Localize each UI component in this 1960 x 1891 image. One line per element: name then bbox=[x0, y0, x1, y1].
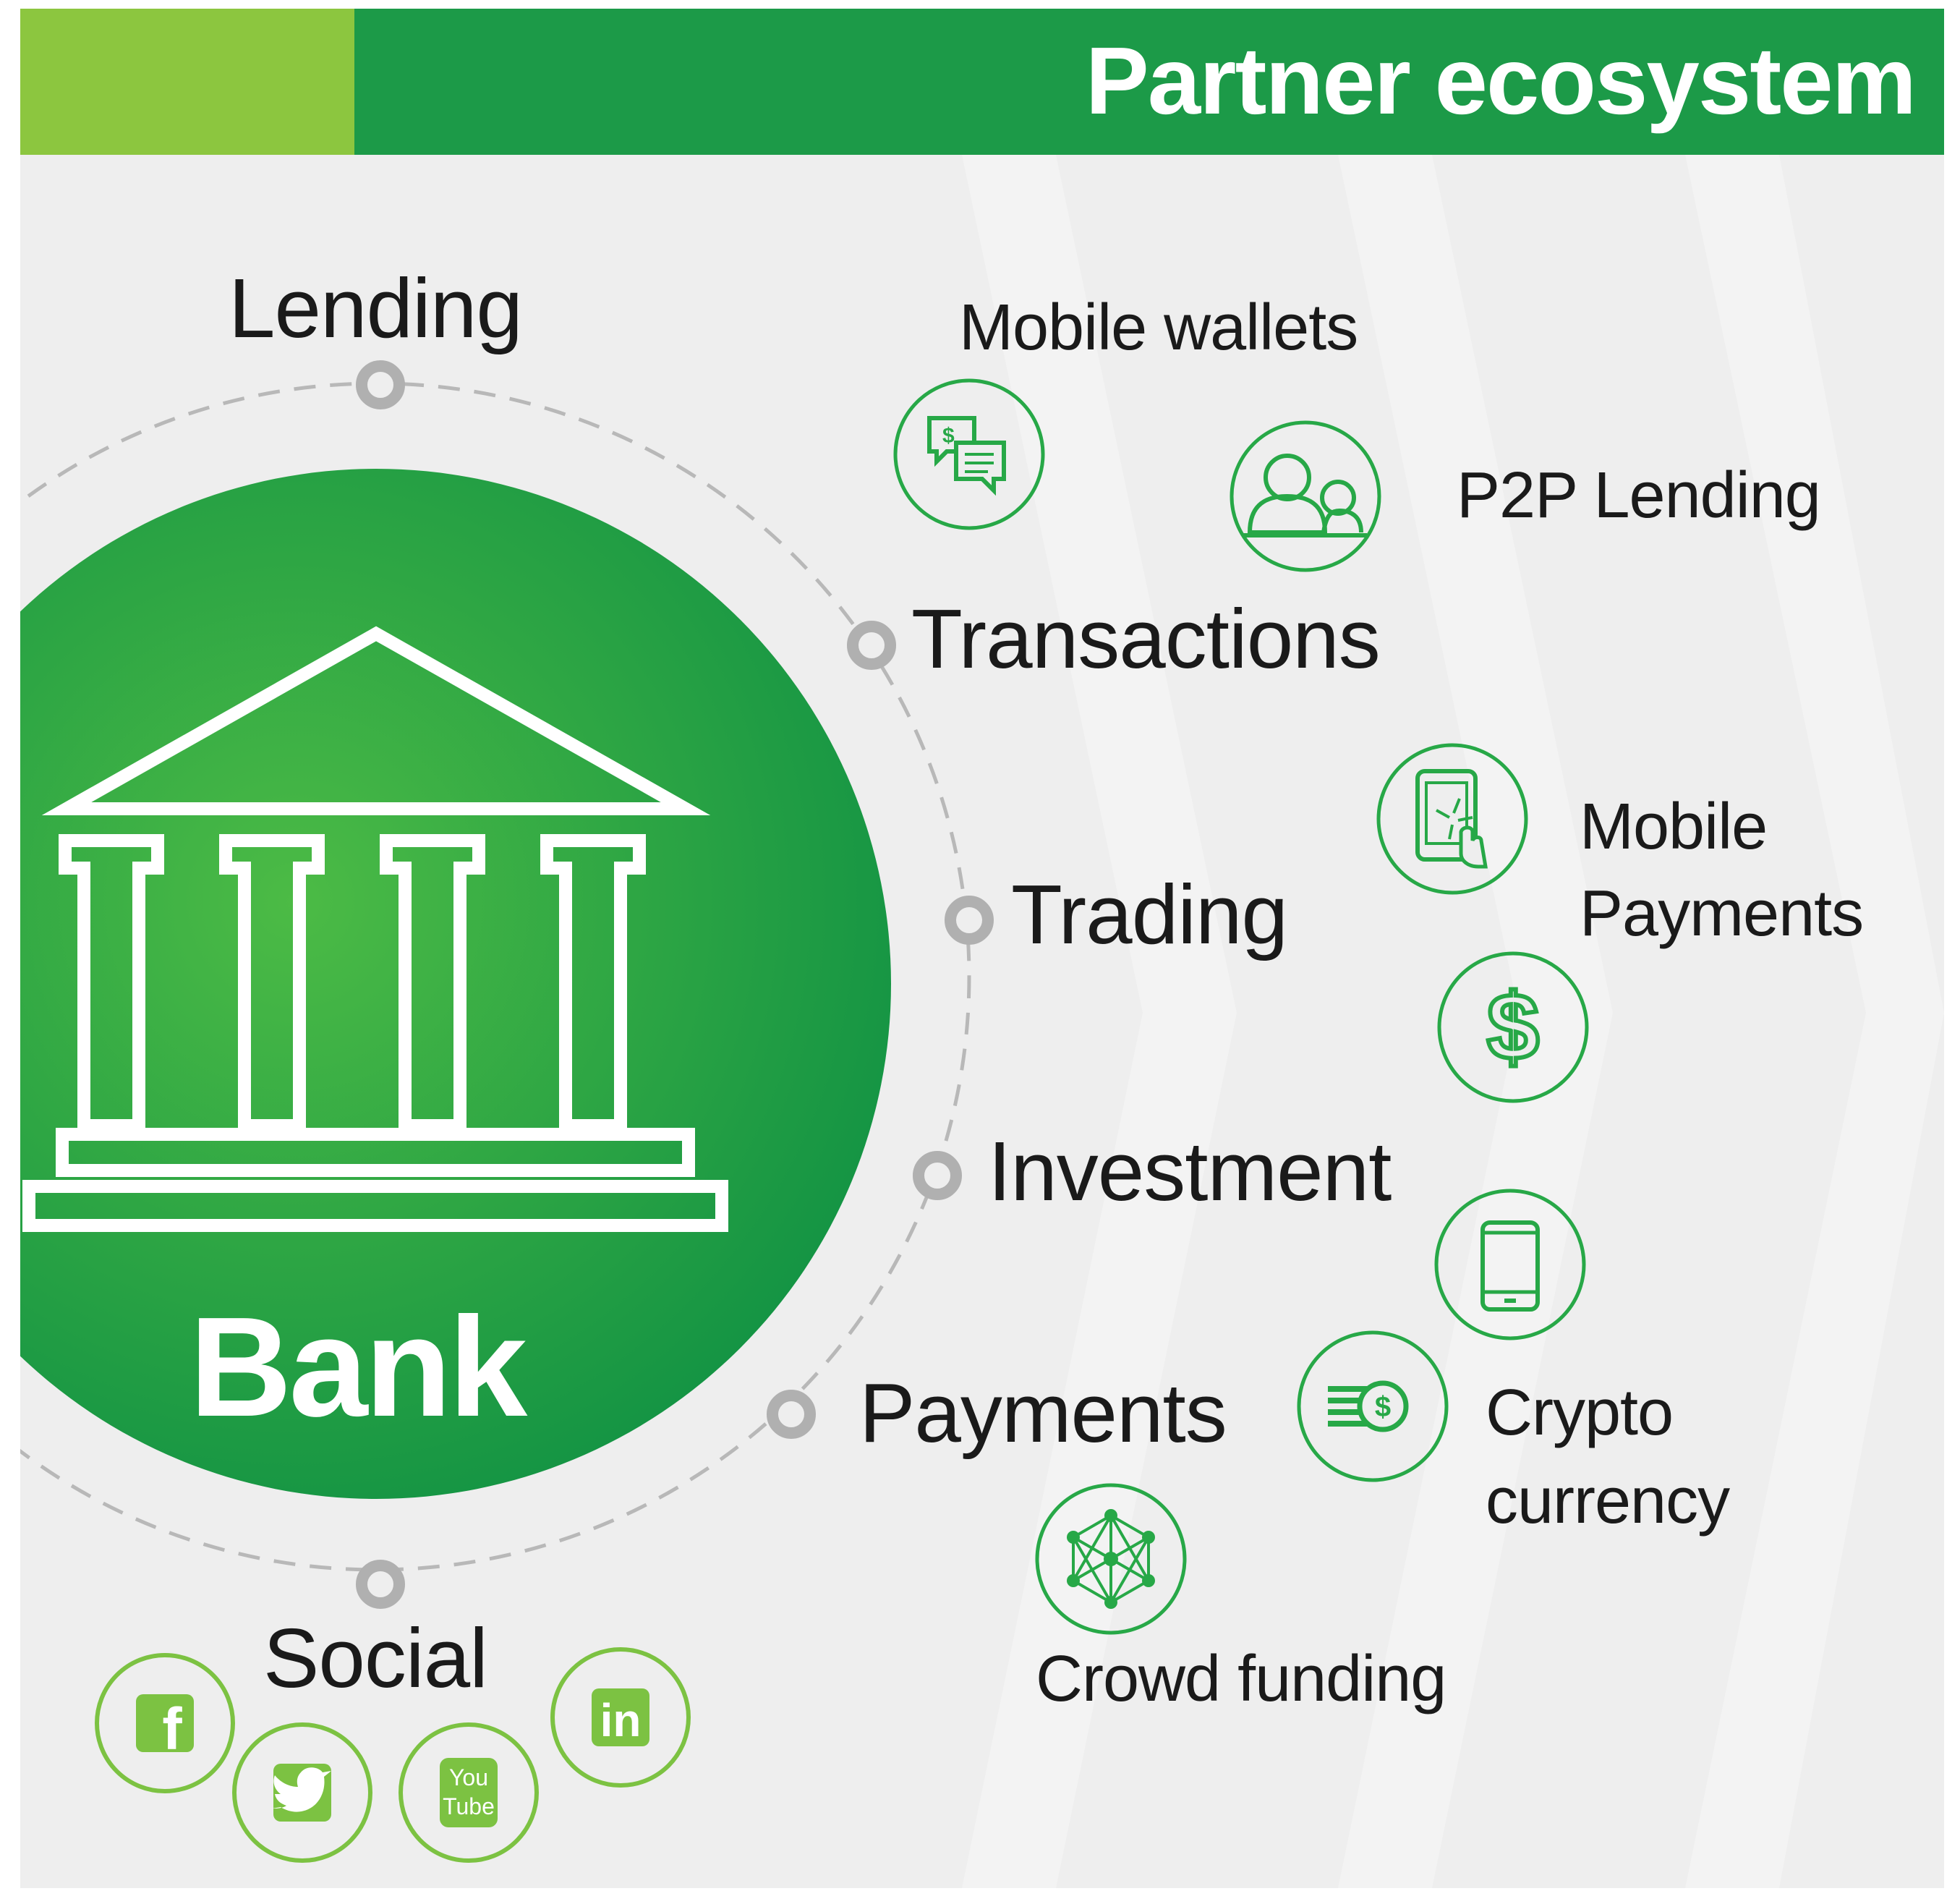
coins-icon: $ bbox=[1297, 1330, 1449, 1482]
linkedin-glyph: in bbox=[600, 1694, 642, 1746]
header-title-bar: Partner ecosystem bbox=[354, 9, 1944, 155]
youtube-glyph-top: You bbox=[449, 1764, 488, 1790]
payments-label: Payments bbox=[859, 1366, 1227, 1460]
transactions-label: Transactions bbox=[911, 592, 1381, 686]
youtube-glyph-bottom: Tube bbox=[443, 1793, 495, 1819]
mobile-wallets-label: Mobile wallets bbox=[959, 292, 1358, 364]
svg-text:$: $ bbox=[1487, 974, 1539, 1079]
dollar-icon: $ bbox=[1437, 951, 1589, 1103]
mobile-payments-label-line2: Payments bbox=[1580, 877, 1864, 950]
header-accent-block bbox=[20, 9, 354, 155]
crypto-currency-label-line2: currency bbox=[1486, 1465, 1730, 1537]
trading-label: Trading bbox=[1011, 867, 1288, 961]
twitter-icon[interactable] bbox=[232, 1722, 372, 1863]
social-label: Social bbox=[263, 1611, 488, 1705]
header-banner: Partner ecosystem bbox=[20, 9, 1944, 155]
lending-label: Lending bbox=[229, 261, 523, 355]
payments-node bbox=[767, 1390, 816, 1439]
investment-node bbox=[913, 1151, 962, 1200]
mobile-payment-tap-icon bbox=[1376, 743, 1528, 895]
linkedin-icon[interactable]: in bbox=[550, 1647, 691, 1788]
background-chevrons bbox=[962, 155, 1944, 1888]
transactions-node bbox=[847, 621, 896, 670]
smartphone-icon bbox=[1434, 1189, 1586, 1340]
svg-text:$: $ bbox=[1375, 1391, 1391, 1423]
facebook-glyph: f bbox=[162, 1696, 182, 1762]
svg-text:$: $ bbox=[942, 424, 955, 448]
lending-node bbox=[356, 360, 405, 409]
mobile-payments-label-line1: Mobile bbox=[1580, 791, 1768, 863]
mobile-wallet-chat-icon: $ bbox=[893, 378, 1045, 530]
crypto-currency-label-line1: Crypto bbox=[1486, 1377, 1674, 1449]
p2p-lending-label: P2P Lending bbox=[1457, 459, 1821, 532]
social-node bbox=[356, 1560, 405, 1609]
network-nodes-icon bbox=[1035, 1483, 1187, 1635]
page-title: Partner ecosystem bbox=[1085, 27, 1917, 134]
ring-node-markers bbox=[356, 360, 994, 1609]
bank-label: Bank bbox=[189, 1288, 527, 1446]
trading-node bbox=[945, 896, 994, 945]
facebook-icon[interactable]: f bbox=[95, 1653, 235, 1793]
youtube-icon[interactable]: You Tube bbox=[399, 1722, 539, 1863]
p2p-lending-people-icon bbox=[1230, 420, 1381, 572]
investment-label: Investment bbox=[988, 1124, 1392, 1218]
crowd-funding-label: Crowd funding bbox=[1036, 1643, 1446, 1715]
bank-building-icon bbox=[22, 626, 728, 1232]
